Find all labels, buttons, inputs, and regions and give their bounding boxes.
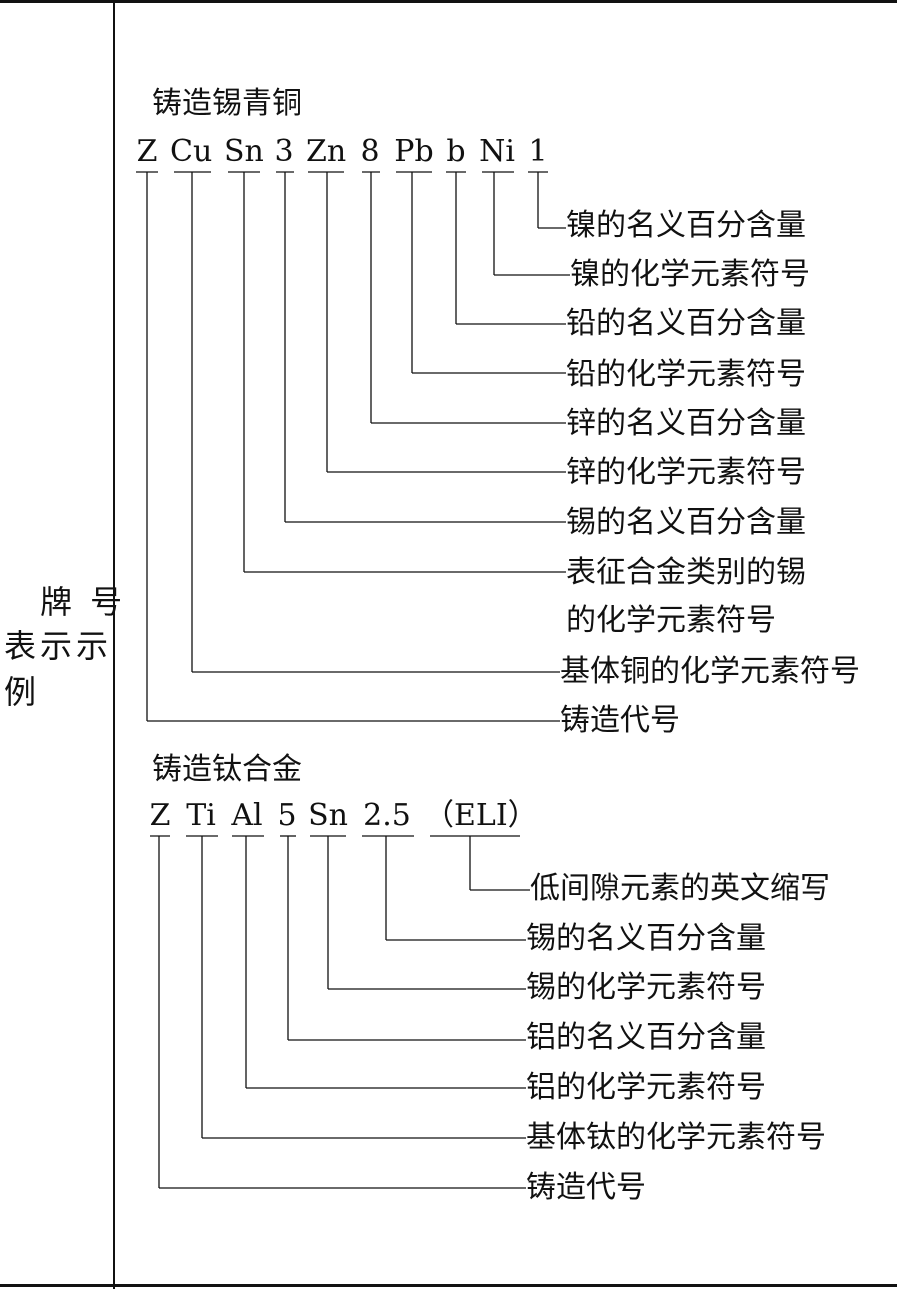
example1-label: 铅的化学元素符号 — [566, 357, 806, 392]
example2-token: Ti — [186, 798, 216, 833]
example1-label: 镍的名义百分含量 — [566, 208, 806, 243]
table-bottom-border — [0, 1284, 897, 1287]
example1-label: 镍的化学元素符号 — [570, 257, 810, 292]
example1-token: 1 — [528, 134, 548, 169]
example2-label: 低间隙元素的英文缩写 — [530, 871, 830, 906]
example2-token: Al — [231, 798, 263, 833]
column-divider — [113, 0, 115, 1289]
example1-label: 铅的名义百分含量 — [566, 306, 806, 341]
example1-label: 锌的名义百分含量 — [566, 406, 806, 441]
example1-token: b — [446, 134, 466, 169]
example2-token: （ELI） — [424, 798, 538, 833]
row-header-line2: 表示示 — [4, 627, 113, 665]
example1-token: 8 — [360, 134, 380, 169]
example1-token: Sn — [224, 134, 264, 169]
row-header-line1: 牌 号 — [40, 583, 127, 621]
example2-label: 锡的名义百分含量 — [526, 921, 766, 956]
example2-label: 锡的化学元素符号 — [526, 970, 766, 1005]
example1-label: 表征合金类别的锡 — [566, 555, 806, 590]
example1-title: 铸造锡青铜 — [152, 86, 302, 121]
example1-label: 基体铜的化学元素符号 — [560, 654, 860, 689]
example1-token: Ni — [479, 134, 515, 169]
example1-label: 锡的名义百分含量 — [566, 505, 806, 540]
example2-label: 基体钛的化学元素符号 — [526, 1120, 826, 1155]
example2-token: 2.5 — [363, 798, 411, 833]
example1-label: 的化学元素符号 — [566, 603, 776, 638]
table-top-border — [0, 0, 897, 3]
example1-token: Cu — [170, 134, 213, 169]
example1-token: 3 — [274, 134, 294, 169]
row-header-line3: 例 — [4, 673, 41, 711]
example2-token: Sn — [308, 798, 348, 833]
example2-label: 铸造代号 — [526, 1170, 646, 1205]
example2-label: 铝的名义百分含量 — [526, 1020, 766, 1055]
example1-label: 铸造代号 — [560, 703, 680, 738]
example1-token: Zn — [306, 134, 347, 169]
example1-token: Z — [136, 134, 158, 169]
example1-token: Pb — [394, 134, 434, 169]
example2-title: 铸造钛合金 — [152, 752, 302, 787]
example2-token: 5 — [277, 798, 297, 833]
example2-label: 铝的化学元素符号 — [526, 1070, 766, 1105]
example2-token: Z — [149, 798, 171, 833]
example1-label: 锌的化学元素符号 — [566, 455, 806, 490]
